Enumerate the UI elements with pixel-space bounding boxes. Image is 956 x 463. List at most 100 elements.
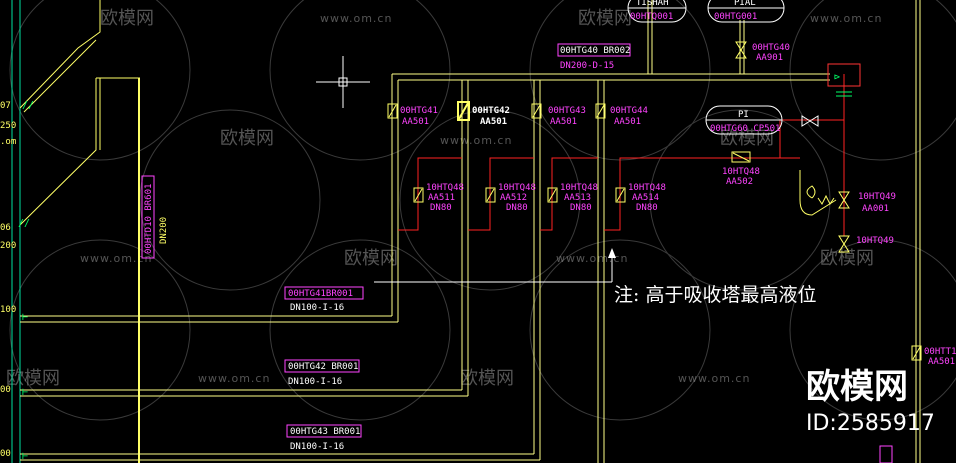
watermark-brand: 欧模网	[100, 8, 154, 29]
box-spec: DN100-I-16	[290, 303, 344, 313]
left-edge-labels: 07 250 .om 06 200 100 00 00	[0, 101, 16, 459]
valve-dn: DN80	[430, 203, 452, 213]
valve-code: AA501	[480, 117, 507, 127]
watermark-brand: 欧模网	[460, 368, 514, 389]
watermark-id: ID:2585917	[806, 411, 935, 436]
valve-code: AA501	[550, 117, 577, 127]
vertical-tag-box: 00HTD10 BR601 DN200	[141, 175, 169, 259]
valve-dn: DN80	[570, 203, 592, 213]
watermark-brand: 欧模网	[6, 368, 60, 389]
instrument-sub: 00HTG60 CP501	[710, 124, 780, 134]
watermark-url: www.om.cn	[198, 372, 270, 385]
break-mark-icon: ⊢	[22, 451, 28, 462]
valve-icon	[413, 187, 424, 203]
left-edge-label: 00	[0, 449, 11, 459]
gate-valve-icon	[801, 115, 819, 127]
crosshair-icon	[316, 56, 370, 108]
watermark-url: www.om.cn	[810, 12, 882, 25]
instrument-label: TISHAH	[636, 0, 669, 8]
box-tag: 00HTG40 BR002	[560, 46, 630, 56]
pipe-vertical	[138, 78, 140, 463]
left-edge-label: 07	[0, 101, 11, 111]
box-spec: DN100-I-16	[288, 377, 342, 387]
valve-tag: 10HTQ48	[560, 183, 598, 193]
watermark-brand: 欧模网	[220, 128, 274, 149]
valve-code: AA001	[862, 204, 889, 214]
valve-code: AA514	[632, 193, 659, 203]
valve-tag: 00HTT10	[924, 347, 956, 357]
watermark-url: www.om.cn	[678, 372, 750, 385]
watermark-circles	[9, 0, 956, 421]
gate-valve-icon	[838, 191, 850, 209]
valve-tag: 10HTQ49	[858, 192, 896, 202]
note-text: 注: 高于吸收塔最高液位	[614, 284, 816, 306]
red-branches	[398, 74, 845, 236]
box-spec: DN100-I-16	[290, 442, 344, 452]
vertical-tag: 00HTD10 BR601	[144, 184, 154, 254]
valve-tag: 10HTQ49	[856, 236, 894, 246]
connector-icon: ⊳	[834, 72, 840, 83]
watermark-brand: 欧模网	[578, 8, 632, 29]
right-equipment: 00HTG40 AA901 ⊳ PI 00HTG60 CP501 10HTQ48…	[705, 0, 956, 463]
watermarks: 欧模网 www.om.cn 欧模网 www.om.cn 欧模网 www.om.c…	[6, 8, 882, 389]
valve-tag: 00HTG41	[400, 106, 438, 116]
watermark-url: www.om.cn	[320, 12, 392, 25]
instrument-label: PI	[738, 110, 749, 120]
break-mark-icon: ⊢	[22, 387, 28, 398]
valve-tag: 00HTG42	[472, 106, 510, 116]
instrument-sub: 00HTQ001	[630, 12, 673, 22]
break-mark-icon: ⊢	[22, 312, 28, 323]
valve-tag: 10HTQ48	[498, 183, 536, 193]
valve-tag: 10HTQ48	[722, 167, 760, 177]
valve-icon	[387, 103, 398, 119]
valve-code: AA512	[500, 193, 527, 203]
valve-code: AA511	[428, 193, 455, 203]
vertical-spec: DN200	[159, 217, 169, 244]
valve-code: AA501	[928, 357, 955, 367]
valve-row-top: 00HTG41 AA501 00HTG42 AA501 00HTG43 AA50…	[387, 101, 648, 127]
gate-valve-icon	[735, 41, 747, 59]
left-edge-label: 200	[0, 241, 16, 251]
box-tag: 00HTG41BR001	[288, 289, 353, 299]
valve-tag: 00HTG40	[752, 43, 790, 53]
valve-dn: DN80	[636, 203, 658, 213]
diagonal-pipe	[19, 0, 140, 226]
note-group: 注: 高于吸收塔最高液位	[374, 248, 816, 306]
box-tag: 00HTG42 BR001	[288, 362, 358, 372]
instrument-label: PIAL	[734, 0, 756, 8]
watermark-logo: 欧模网	[806, 367, 908, 407]
left-edge-label: .om	[0, 137, 16, 147]
valve-code: AA501	[614, 117, 641, 127]
watermark-url: www.om.cn	[80, 252, 152, 265]
left-edge-lines	[11, 0, 21, 463]
valve-tag: 10HTQ48	[628, 183, 666, 193]
valve-code: AA901	[756, 53, 783, 63]
valve-icon	[531, 103, 542, 119]
valve-icon	[911, 345, 922, 361]
site-watermark: 欧模网 ID:2585917	[806, 367, 935, 436]
valve-row-mid: 10HTQ48 AA511 DN80 10HTQ48 AA512 DN80 10…	[413, 183, 666, 213]
box-tag: 00HTG43 BR001	[290, 427, 360, 437]
left-edge-label: 06	[0, 223, 11, 233]
top-instruments: TISHAH 00HTQ001 PIAL 00HTG001	[627, 0, 785, 23]
valve-tag: 00HTG43	[548, 106, 586, 116]
break-mark-icon: //	[18, 218, 30, 229]
valve-code: AA502	[726, 177, 753, 187]
valve-icon	[595, 103, 606, 119]
gate-valve-icon	[838, 235, 850, 253]
watermark-brand: 欧模网	[820, 248, 874, 269]
break-mark-icon: //	[22, 100, 34, 111]
valve-code: AA501	[402, 117, 429, 127]
box-spec: DN200-D-15	[560, 61, 614, 71]
watermark-brand: 欧模网	[720, 128, 774, 149]
left-edge-label: 250	[0, 121, 16, 131]
valve-icon	[547, 187, 558, 203]
valve-tag: 00HTG44	[610, 106, 648, 116]
watermark-url: www.om.cn	[556, 252, 628, 265]
left-edge-label: 100	[0, 305, 16, 315]
instrument-sub: 00HTG001	[714, 12, 757, 22]
valve-tag: 10HTQ48	[426, 183, 464, 193]
watermark-url: www.om.cn	[440, 134, 512, 147]
left-edge-label: 00	[0, 385, 11, 395]
valve-icon	[615, 187, 626, 203]
